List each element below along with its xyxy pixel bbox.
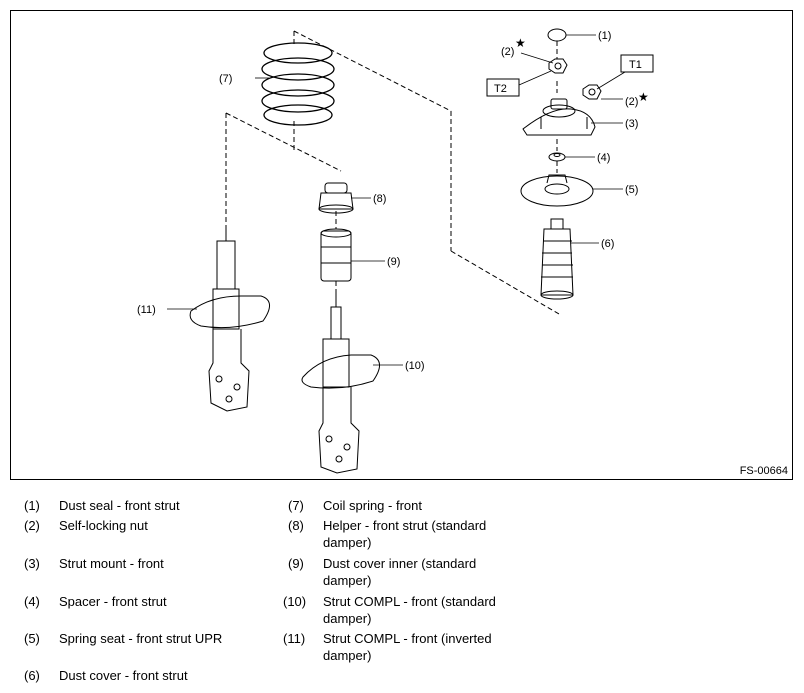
legend-text-continued: damper) xyxy=(323,535,372,550)
callout-2-top: (2) xyxy=(501,46,514,58)
torque-box-t1 xyxy=(620,54,654,73)
spring-seat-front-strut-upr xyxy=(520,174,594,207)
legend-text: Dust seal - front strut xyxy=(59,498,180,513)
spacer-front-strut xyxy=(548,152,566,162)
legend-text: Strut mount - front xyxy=(59,556,164,571)
callout-leader-lines xyxy=(167,34,626,366)
legend-number: (9) xyxy=(288,556,304,571)
callout-5: (5) xyxy=(625,184,638,196)
legend-text-continued: damper) xyxy=(323,648,372,663)
legend-number: (2) xyxy=(24,518,40,533)
torque-label-t2: T2 xyxy=(494,83,507,95)
strut-compl-standard xyxy=(301,291,380,474)
callout-11: (11) xyxy=(137,304,156,316)
callout-2-side: (2) xyxy=(625,96,638,108)
legend-text-continued: damper) xyxy=(323,573,372,588)
torque-label-t1: T1 xyxy=(629,59,642,71)
legend-text-continued: damper) xyxy=(323,611,372,626)
callout-10: (10) xyxy=(405,360,425,372)
figure-code: FS-00664 xyxy=(739,465,788,477)
callout-4: (4) xyxy=(597,152,610,164)
legend-text: Dust cover - front strut xyxy=(59,668,188,683)
torque-box-t2 xyxy=(486,78,520,97)
dust-cover-inner xyxy=(320,228,352,282)
strut-compl-inverted xyxy=(189,229,270,412)
strut-mount-front xyxy=(522,98,596,136)
legend-text: Helper - front strut (standard xyxy=(323,518,487,533)
self-locking-nut-side xyxy=(582,84,602,100)
legend-text: Strut COMPL - front (inverted xyxy=(323,631,492,646)
callout-3: (3) xyxy=(625,118,638,130)
tightening-star-icon: ★ xyxy=(638,90,649,104)
self-locking-nut-top xyxy=(548,58,568,74)
assembly-guide-lines xyxy=(225,30,560,315)
legend-number: (6) xyxy=(24,668,40,683)
legend-number: (3) xyxy=(24,556,40,571)
legend-number: (8) xyxy=(288,518,304,533)
strut-assembly-diagram: ★ ★ (1) (2) (2) (3) (4) (5) (6) (7) (8) … xyxy=(137,28,654,474)
legend-number: (7) xyxy=(288,498,304,513)
tightening-star-icon: ★ xyxy=(515,36,526,50)
legend-text: Spacer - front strut xyxy=(59,594,167,609)
callout-6: (6) xyxy=(601,238,614,250)
legend-number: (1) xyxy=(24,498,40,513)
callout-1: (1) xyxy=(598,30,611,42)
dust-seal-front-strut xyxy=(547,28,567,42)
legend-text: Spring seat - front strut UPR xyxy=(59,631,223,646)
legend-text: Strut COMPL - front (standard xyxy=(323,594,496,609)
exploded-view-figure: ★ ★ (1) (2) (2) (3) (4) (5) (6) (7) (8) … xyxy=(10,10,793,480)
legend-text: Self-locking nut xyxy=(59,518,148,533)
legend-number: (4) xyxy=(24,594,40,609)
parts-legend: (1) Dust seal - front strut (2) Self-loc… xyxy=(0,496,804,693)
dust-cover-front-strut xyxy=(540,218,574,300)
legend-number: (11) xyxy=(283,631,306,646)
callout-7: (7) xyxy=(219,73,232,85)
callout-9: (9) xyxy=(387,256,400,268)
legend-number: (5) xyxy=(24,631,40,646)
helper-front-strut xyxy=(318,182,354,214)
callout-8: (8) xyxy=(373,193,386,205)
coil-spring-front xyxy=(261,42,335,126)
legend-text: Coil spring - front xyxy=(323,498,422,513)
legend-text: Dust cover inner (standard xyxy=(323,556,477,571)
legend-number: (10) xyxy=(283,594,307,609)
